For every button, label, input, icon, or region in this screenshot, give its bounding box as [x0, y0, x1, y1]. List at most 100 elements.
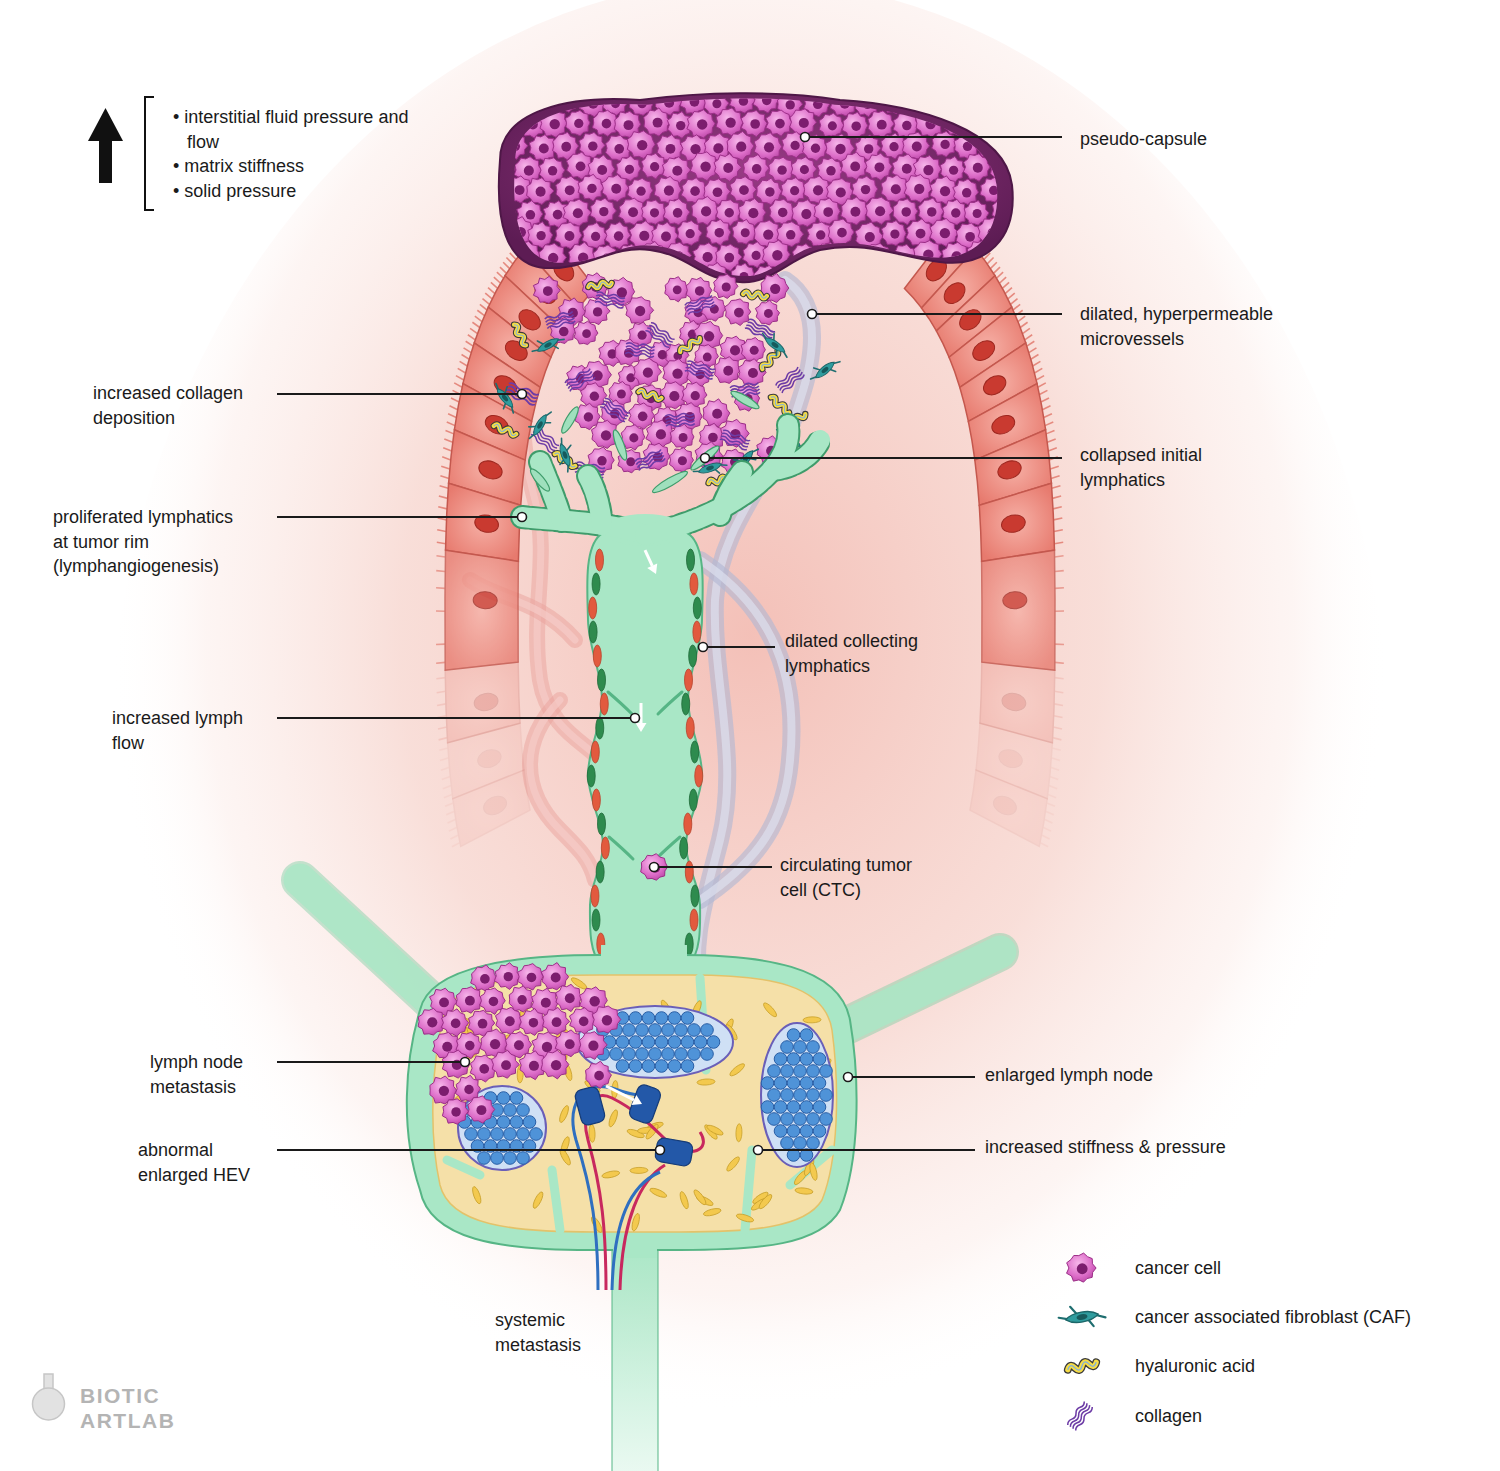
- smooth-muscle-cell: [593, 645, 601, 667]
- microvillus: [438, 727, 447, 729]
- cancer-cell: [1004, 262, 1032, 290]
- cell-nucleus: [865, 232, 875, 242]
- lymphocyte: [662, 1048, 675, 1061]
- lymphocyte: [761, 1077, 774, 1090]
- lymphocyte: [491, 1128, 504, 1141]
- collagen-strand: [599, 406, 625, 423]
- cell-membrane: [828, 219, 854, 246]
- cell-nucleus: [1014, 272, 1024, 282]
- fibroblast: [757, 328, 794, 361]
- microvillus: [1054, 542, 1063, 543]
- microvillus: [460, 361, 468, 366]
- cell-nucleus: [661, 232, 671, 242]
- collagen-strand: [547, 320, 576, 330]
- lymphocyte: [478, 1152, 491, 1165]
- cell-membrane: [541, 963, 568, 990]
- smooth-muscle-cell: [686, 717, 694, 739]
- microvillus: [1055, 587, 1064, 589]
- cell-membrane: [953, 87, 979, 115]
- cell-nucleus: [563, 96, 572, 105]
- reticular-cell: [678, 1191, 689, 1210]
- microvillus: [446, 811, 454, 815]
- cell-nucleus: [579, 1017, 589, 1027]
- cancer-cell: [593, 245, 619, 271]
- endothelial-cell: [596, 717, 604, 739]
- cell-membrane: [519, 1009, 545, 1036]
- cell-membrane: [494, 963, 520, 990]
- lymphocyte: [807, 1041, 820, 1054]
- cell-membrane: [491, 154, 517, 180]
- bullet-note: • matrix stiffness: [173, 154, 304, 179]
- cell-body: [970, 770, 1047, 846]
- collagen-strand: [666, 422, 695, 427]
- cell-membrane: [743, 155, 769, 182]
- cell-nucleus: [588, 1041, 598, 1051]
- caf-body: [763, 335, 787, 355]
- cell-membrane: [456, 987, 483, 1013]
- blood-vessel: [530, 700, 595, 880]
- cell-body: [446, 483, 521, 561]
- lymphatic-branch: [522, 517, 645, 535]
- reticular-cell: [630, 1167, 648, 1173]
- lymphocyte: [655, 1060, 668, 1073]
- fibroblast: [1057, 1301, 1107, 1332]
- cell-nucleus: [951, 208, 960, 217]
- cell-membrane: [792, 244, 817, 269]
- lymphocyte: [787, 1125, 800, 1138]
- collagen-strand: [645, 330, 670, 349]
- cell-nucleus: [514, 1040, 524, 1050]
- microvillus: [1029, 348, 1037, 353]
- cancer-cell: [953, 87, 979, 115]
- cell-membrane: [714, 154, 741, 182]
- ha-body: [769, 395, 791, 414]
- endothelial-cell: [592, 573, 600, 595]
- leader-dot: [701, 454, 710, 463]
- cell-membrane: [634, 358, 662, 386]
- cancer-cell: [592, 1006, 621, 1033]
- cell-nucleus: [442, 1042, 452, 1052]
- cancer-cell: [481, 135, 506, 161]
- cancer-cell: [495, 1007, 523, 1034]
- cell-nucleus: [875, 206, 885, 216]
- leader-dot: [518, 513, 527, 522]
- ha-core: [638, 389, 662, 400]
- callout-label: proliferated lymphatics at tumor rim (ly…: [53, 505, 248, 579]
- cell-nucleus: [890, 229, 899, 238]
- cell-nucleus: [1002, 206, 1012, 216]
- cell-membrane: [665, 277, 689, 302]
- collagen-fiber: [665, 413, 695, 428]
- lymphocyte: [794, 1113, 807, 1126]
- collapsed-lymphatic: [559, 405, 581, 435]
- cancer-cell: [442, 1050, 470, 1078]
- microvillus: [441, 466, 450, 469]
- reticular-cell: [531, 1191, 544, 1210]
- cell-membrane: [502, 91, 528, 116]
- cell-nucleus: [638, 331, 647, 340]
- microvillus: [436, 587, 445, 589]
- cancer-cell: [670, 424, 694, 448]
- microvillus: [1013, 304, 1020, 310]
- cell-nucleus: [601, 430, 611, 440]
- cell-membrane: [841, 246, 865, 270]
- cell-membrane: [495, 1007, 523, 1034]
- leader-dot: [801, 133, 810, 142]
- leader-line: [805, 136, 1062, 138]
- hyaluronic-acid: [638, 389, 662, 400]
- leader-line: [848, 1076, 975, 1078]
- cancer-cell: [980, 177, 1005, 202]
- lymphocyte: [800, 1125, 813, 1138]
- cancer-cell: [830, 89, 857, 116]
- cell-nucleus: [1077, 1263, 1088, 1274]
- cell-nucleus: [989, 98, 999, 108]
- lymphocyte: [813, 1053, 826, 1066]
- lymphocyte: [616, 1036, 629, 1049]
- smooth-muscle-cell: [592, 789, 600, 811]
- bullet-note: • interstitial fluid pressure and flow: [173, 105, 427, 154]
- hev-vessel: [585, 1096, 703, 1290]
- cell-nucleus: [925, 119, 935, 129]
- cell-membrane: [1005, 179, 1031, 205]
- collagen-fiber: [595, 291, 626, 308]
- lymphocyte: [794, 1137, 807, 1150]
- lymphatics: [522, 389, 820, 975]
- cancer-cell: [766, 110, 793, 136]
